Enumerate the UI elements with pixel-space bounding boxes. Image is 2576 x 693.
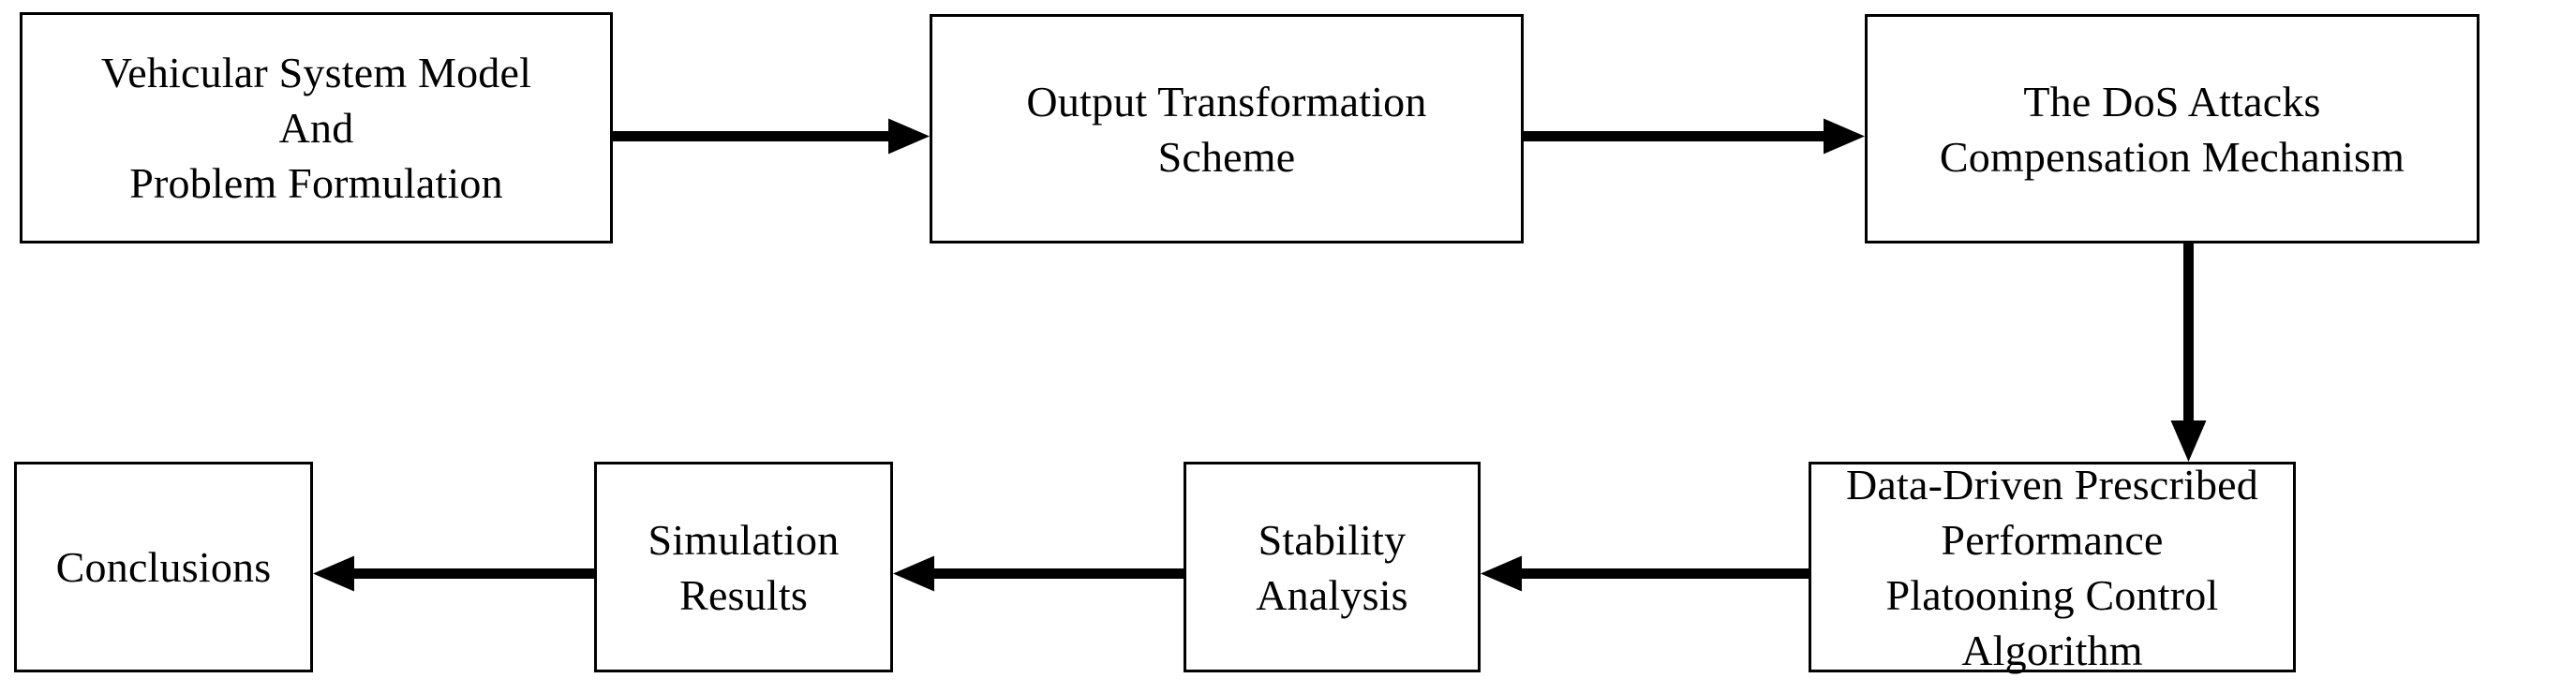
node-label: Output Transformation Scheme xyxy=(1026,77,1427,181)
arrow-edge-stability-to-simulation xyxy=(891,555,1185,592)
node-vehicular-system-model[interactable]: Vehicular System Model And Problem Formu… xyxy=(20,12,613,243)
arrow-edge-simulation-to-conclusions xyxy=(311,555,596,592)
node-conclusions[interactable]: Conclusions xyxy=(14,462,313,672)
node-label: Stability Analysis xyxy=(1256,515,1408,619)
node-label: The DoS Attacks Compensation Mechanism xyxy=(1939,77,2405,181)
node-label: Simulation Results xyxy=(648,515,840,619)
node-dos-attacks-compensation-mechanism[interactable]: The DoS Attacks Compensation Mechanism xyxy=(1865,14,2479,243)
node-data-driven-platooning-control-algorithm[interactable]: Data-Driven Prescribed Performance Plato… xyxy=(1809,461,2296,674)
node-output-transformation-scheme[interactable]: Output Transformation Scheme xyxy=(930,14,1524,243)
arrow-edge-model-to-transformation xyxy=(611,118,931,155)
node-stability-analysis[interactable]: Stability Analysis xyxy=(1184,462,1481,672)
node-simulation-results[interactable]: Simulation Results xyxy=(594,462,893,672)
node-label: Data-Driven Prescribed Performance Plato… xyxy=(1846,460,2258,674)
arrow-edge-algorithm-to-stability xyxy=(1479,555,1810,592)
arrow-edge-dos-to-algorithm xyxy=(2170,242,2207,464)
arrow-edge-transformation-to-dos xyxy=(1522,118,1867,155)
node-label: Conclusions xyxy=(55,543,272,591)
node-label: Vehicular System Model And Problem Formu… xyxy=(100,49,532,207)
